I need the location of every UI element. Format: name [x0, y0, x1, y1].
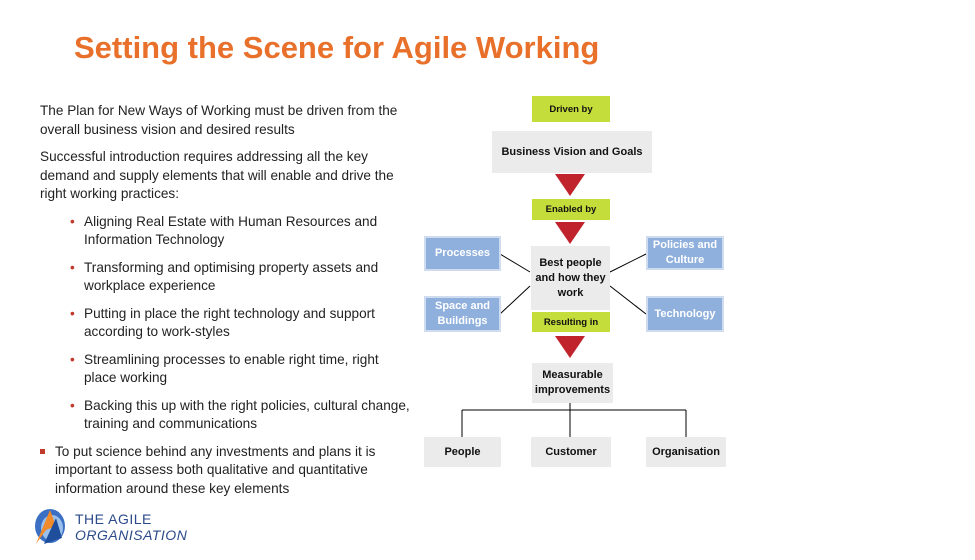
connector-line: [609, 253, 647, 273]
intro-paragraph-2: Successful introduction requires address…: [40, 149, 394, 201]
logo-line-1: THE AGILE: [75, 511, 152, 527]
best-people-box: Best people and how they work: [531, 246, 610, 310]
connector-line: [499, 285, 531, 315]
policies-culture-box: Policies and Culture: [646, 236, 724, 270]
bullet-dot-icon: •: [70, 397, 75, 413]
bullet-dot-icon: •: [70, 259, 75, 275]
connector-line: [499, 253, 531, 273]
bullet-item: •Backing this up with the right policies…: [70, 397, 410, 432]
down-arrow-icon: [555, 174, 585, 196]
bullet-list: •Aligning Real Estate with Human Resourc…: [40, 213, 410, 434]
down-arrow-icon: [555, 222, 585, 244]
organisation-box: Organisation: [646, 437, 726, 467]
logo-line-2: ORGANISATION: [75, 527, 188, 543]
driven-by-label: Driven by: [532, 96, 610, 122]
bullet-item: •Streamlining processes to enable right …: [70, 351, 379, 386]
enabled-by-label: Enabled by: [532, 199, 610, 220]
square-bullet-icon: [40, 448, 45, 454]
people-box: People: [424, 437, 501, 467]
logo-text: THE AGILE ORGANISATION: [75, 511, 187, 543]
customer-box: Customer: [531, 437, 611, 467]
bullet-item: •Aligning Real Estate with Human Resourc…: [70, 213, 378, 248]
page-title: Setting the Scene for Agile Working: [74, 30, 600, 65]
business-vision-box: Business Vision and Goals: [492, 131, 652, 173]
intro-paragraph-1: The Plan for New Ways of Working must be…: [40, 103, 398, 137]
connector-line: [609, 285, 647, 315]
bullet-item: •Transforming and optimising property as…: [70, 259, 379, 294]
resulting-in-label: Resulting in: [532, 312, 610, 332]
bullet-item: •Putting in place the right technology a…: [70, 305, 375, 340]
bullet-dot-icon: •: [70, 351, 75, 367]
processes-box: Processes: [424, 236, 501, 271]
space-buildings-box: Space and Buildings: [424, 296, 501, 332]
body-text: The Plan for New Ways of Working must be…: [40, 102, 410, 498]
technology-box: Technology: [646, 296, 724, 332]
bullet-dot-icon: •: [70, 213, 75, 229]
bullet-dot-icon: •: [70, 305, 75, 321]
down-arrow-icon: [555, 336, 585, 358]
agile-organisation-logo-icon: [35, 509, 65, 544]
measurable-improvements-box: Measurable improvements: [532, 363, 613, 403]
closing-paragraph: To put science behind any investments an…: [40, 443, 410, 499]
